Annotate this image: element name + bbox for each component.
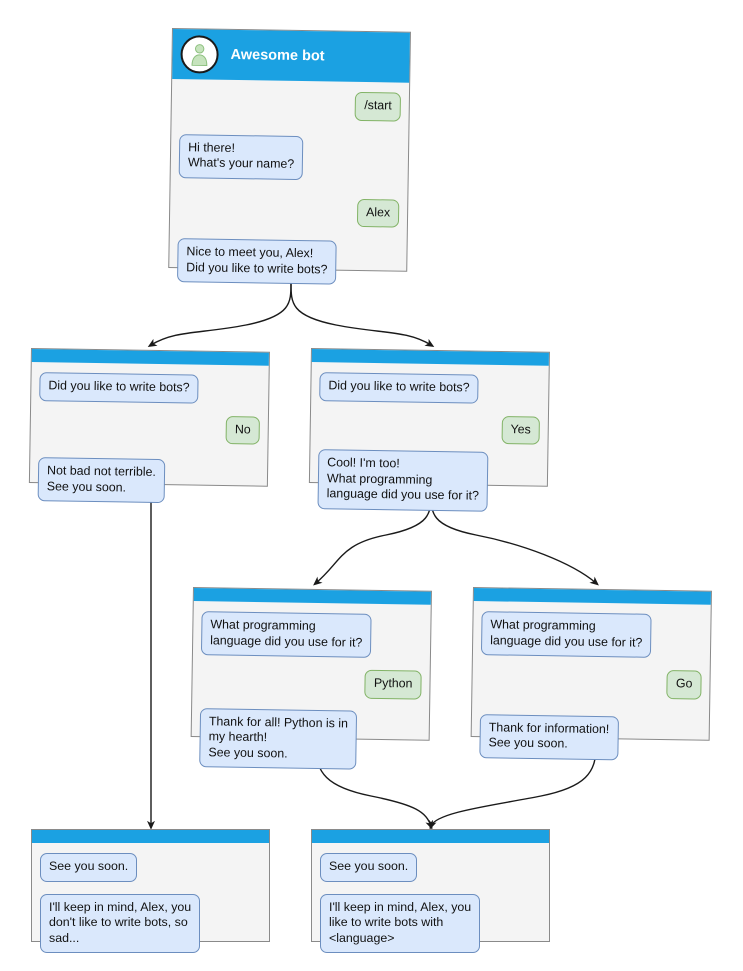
bot-message-bubble: Did you like to write bots? <box>39 372 199 404</box>
message-row: No <box>39 413 260 445</box>
user-message-bubble: Yes <box>501 415 540 445</box>
message-row: I'll keep in mind, Alex, you like to wri… <box>320 893 541 953</box>
user-message-bubble: Go <box>666 670 702 700</box>
message-row: Hi there! What's your name? <box>178 133 401 181</box>
chat-body-python-branch: What programming language did you use fo… <box>191 601 431 779</box>
chat-body-end-happy: See you soon. I'll keep in mind, Alex, y… <box>312 843 549 961</box>
node-header-bar <box>32 830 269 843</box>
message-row: Go <box>480 667 702 700</box>
message-row: What programming language did you use fo… <box>200 611 423 658</box>
message-row: I'll keep in mind, Alex, you don't like … <box>40 893 261 953</box>
bot-message-bubble: I'll keep in mind, Alex, you don't like … <box>40 893 201 953</box>
bot-message-bubble: Hi there! What's your name? <box>178 133 304 180</box>
bot-message-bubble: Nice to meet you, Alex! Did you like to … <box>177 238 337 285</box>
person-avatar-icon <box>180 35 219 74</box>
bot-message-bubble: I'll keep in mind, Alex, you like to wri… <box>320 893 481 953</box>
chat-body-end-sad: See you soon. I'll keep in mind, Alex, y… <box>32 843 269 961</box>
message-row: Not bad not terrible. See you soon. <box>37 457 260 504</box>
message-row: Nice to meet you, Alex! Did you like to … <box>177 238 399 285</box>
chat-node-end-sad[interactable]: See you soon. I'll keep in mind, Alex, y… <box>31 829 270 953</box>
chat-body-root: /start Hi there! What's your name? Alex … <box>169 79 409 294</box>
chat-node-go-branch[interactable]: What programming language did you use fo… <box>470 587 712 760</box>
user-message-bubble: Python <box>364 669 422 700</box>
message-row: See you soon. <box>40 853 261 882</box>
edge-root-to-no <box>147 282 292 347</box>
bot-message-bubble: Thank for all! Python is in my hearth! S… <box>199 707 358 770</box>
bot-message-bubble: What programming language did you use fo… <box>200 611 372 658</box>
message-row: Python <box>200 667 422 700</box>
user-message-bubble: Alex <box>356 198 400 228</box>
bot-message-bubble: Not bad not terrible. See you soon. <box>37 457 166 504</box>
chat-node-root[interactable]: Awesome bot /start Hi there! What's your… <box>168 28 411 285</box>
message-row: What programming language did you use fo… <box>480 611 703 658</box>
message-row: Alex <box>178 196 400 228</box>
message-row: Thank for all! Python is in my hearth! S… <box>199 707 421 771</box>
chat-body-yes-branch: Did you like to write bots? Yes Cool! I'… <box>309 362 548 520</box>
chat-node-no-branch[interactable]: Did you like to write bots? No Not bad n… <box>28 348 270 504</box>
bot-message-bubble: Thank for information! See you soon. <box>479 713 619 760</box>
message-row: See you soon. <box>320 853 541 882</box>
message-row: Thank for information! See you soon. <box>479 713 701 761</box>
bot-message-bubble: See you soon. <box>40 853 138 882</box>
message-row: Yes <box>319 413 540 445</box>
chat-node-yes-branch[interactable]: Did you like to write bots? Yes Cool! I'… <box>308 348 550 512</box>
chat-body-go-branch: What programming language did you use fo… <box>471 601 711 769</box>
chat-node-python-branch[interactable]: What programming language did you use fo… <box>190 587 432 770</box>
bot-message-bubble: See you soon. <box>320 853 418 882</box>
user-message-bubble: No <box>225 415 260 445</box>
bot-header-bar: Awesome bot <box>172 29 410 83</box>
chat-node-end-happy[interactable]: See you soon. I'll keep in mind, Alex, y… <box>311 829 550 953</box>
message-row: Did you like to write bots? <box>319 372 540 404</box>
user-message-bubble: /start <box>355 91 402 122</box>
bot-message-bubble: What programming language did you use fo… <box>480 611 652 658</box>
message-row: /start <box>180 89 402 122</box>
bot-message-bubble: Cool! I'm too! What programming language… <box>317 449 489 512</box>
bot-message-bubble: Did you like to write bots? <box>319 372 479 404</box>
message-row: Did you like to write bots? <box>39 372 260 404</box>
bot-title: Awesome bot <box>230 46 325 65</box>
node-header-bar <box>312 830 549 843</box>
chat-body-no-branch: Did you like to write bots? No Not bad n… <box>29 362 268 513</box>
message-row: Cool! I'm too! What programming language… <box>317 449 539 512</box>
